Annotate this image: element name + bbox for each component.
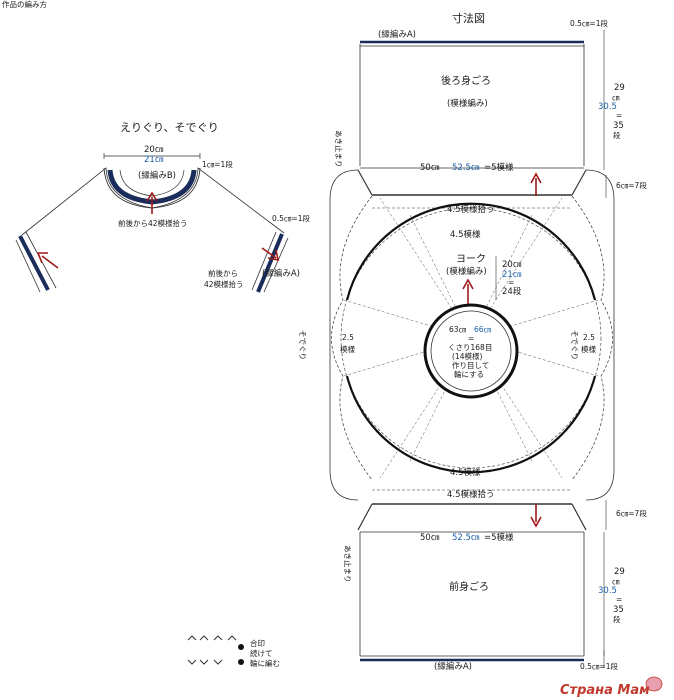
yoke-h-21: 21㎝ bbox=[502, 270, 522, 280]
len-eq-b: = bbox=[616, 595, 622, 604]
legend-dot-icon bbox=[238, 644, 244, 650]
len-cm: ㎝ bbox=[612, 93, 620, 102]
yoke-45-bottom: 4.5模様 bbox=[450, 467, 481, 478]
sleeve-pickup-1: 前後から bbox=[208, 268, 238, 278]
len-35-b: 35 bbox=[613, 605, 624, 615]
watermark: Страна Мам bbox=[560, 676, 663, 698]
open-top: あき止まり bbox=[334, 130, 344, 168]
side-25-right: 2.5 bbox=[583, 333, 595, 342]
collar-label: (縁編みB) bbox=[138, 170, 176, 181]
sleeve-pickup-2: 42模様拾う bbox=[204, 279, 244, 289]
yoke-45-top: 4.5模様 bbox=[450, 229, 481, 240]
center-63: 63㎝ bbox=[449, 325, 467, 334]
collar-pickup: 前後から42模様拾う bbox=[118, 218, 188, 228]
legend-l1: 合印 bbox=[250, 638, 265, 648]
len-305-b: 30.5 bbox=[598, 586, 617, 596]
len-dan-b: 段 bbox=[613, 614, 621, 624]
center-l3: 作り目して bbox=[452, 360, 489, 370]
len-29: 29 bbox=[614, 83, 625, 93]
len-35: 35 bbox=[613, 121, 624, 131]
legend-dot-icon bbox=[238, 659, 244, 665]
yoke-pattern: (模様編み) bbox=[446, 266, 487, 277]
center-66: 66㎝ bbox=[474, 325, 492, 334]
front-label: 前身ごろ bbox=[449, 580, 489, 593]
len-eq: = bbox=[616, 111, 622, 120]
pickup-45-bottom: 4.5模様拾う bbox=[447, 489, 495, 500]
header-text: 作品の編み方 bbox=[2, 0, 47, 9]
collar-width: 20㎝ bbox=[144, 145, 164, 155]
len-29-b: 29 bbox=[614, 567, 625, 577]
watermark-text: Страна Мам bbox=[560, 683, 650, 698]
yoke-h-20: 20㎝ bbox=[502, 260, 522, 270]
yoke-h-eq: = bbox=[508, 278, 514, 287]
len-305: 30.5 bbox=[598, 102, 617, 112]
schematic-title: 寸法図 bbox=[452, 11, 485, 25]
center-eq: = bbox=[468, 334, 474, 343]
len-cm-b: ㎝ bbox=[612, 577, 620, 586]
side-25-left: 2.5 bbox=[342, 333, 354, 342]
center-l4: 輪にする bbox=[454, 369, 484, 379]
collar-detail: えりぐり、そでぐり 20㎝ 21㎝ 1㎝=1段 (縁編みB) 前後から42模様拾… bbox=[15, 121, 310, 293]
collar-width-alt: 21㎝ bbox=[144, 155, 164, 165]
pickup-45-top: 4.5模様拾う bbox=[447, 204, 495, 215]
sleeve-right: そでぐり bbox=[570, 330, 579, 360]
sleeve-edge-05cm: 0.5㎝=1段 bbox=[272, 213, 310, 223]
collar-title: えりぐり、そでぐり bbox=[120, 121, 219, 134]
legend: 合印 続けて 輪に編む bbox=[187, 635, 280, 668]
back-label: 後ろ身ごろ bbox=[441, 74, 491, 87]
center-l2: (14模様) bbox=[452, 351, 482, 361]
width-525: 52.5㎝ bbox=[452, 163, 480, 173]
edge-bottom: 0.5㎝=1段 bbox=[580, 661, 618, 671]
legend-mark-icon bbox=[187, 635, 237, 665]
open-bottom: あき止まり bbox=[343, 545, 353, 583]
size-schematic: 寸法図 (縁編みA) 0.5㎝=1段 後ろ身ごろ (模様編み) 29 ㎝ 30.… bbox=[298, 11, 647, 672]
width-5: =5模様 bbox=[484, 162, 514, 173]
center-l1: くさり168目 bbox=[448, 343, 492, 352]
side-25-left-u: 模様 bbox=[340, 344, 355, 354]
heart-icon bbox=[645, 676, 663, 692]
edge-top: 0.5㎝=1段 bbox=[570, 18, 608, 28]
width-5-b: =5模様 bbox=[484, 532, 514, 543]
legend-l3: 輪に編む bbox=[250, 658, 280, 668]
collar-edge-1cm: 1㎝=1段 bbox=[202, 159, 233, 169]
sleeve-label: (縁編みA) bbox=[262, 268, 300, 279]
sleeve-left: そでぐり bbox=[298, 330, 307, 360]
back-pattern: (模様編み) bbox=[447, 98, 488, 109]
yoke-label: ヨーク bbox=[456, 253, 486, 265]
side-6cm-bottom: 6㎝=7段 bbox=[616, 508, 647, 518]
width-50: 50㎝ bbox=[420, 163, 440, 173]
width-50-b: 50㎝ bbox=[420, 533, 440, 543]
legend-l2: 続けて bbox=[250, 648, 273, 658]
len-dan: 段 bbox=[613, 130, 621, 140]
side-6cm-top: 6㎝=7段 bbox=[616, 180, 647, 190]
width-525-b: 52.5㎝ bbox=[452, 533, 480, 543]
top-border-label: (縁編みA) bbox=[378, 29, 416, 40]
side-25-right-u: 模様 bbox=[581, 344, 596, 354]
bottom-border-label: (縁編みA) bbox=[434, 661, 472, 672]
yoke-h-24: 24段 bbox=[502, 286, 522, 297]
